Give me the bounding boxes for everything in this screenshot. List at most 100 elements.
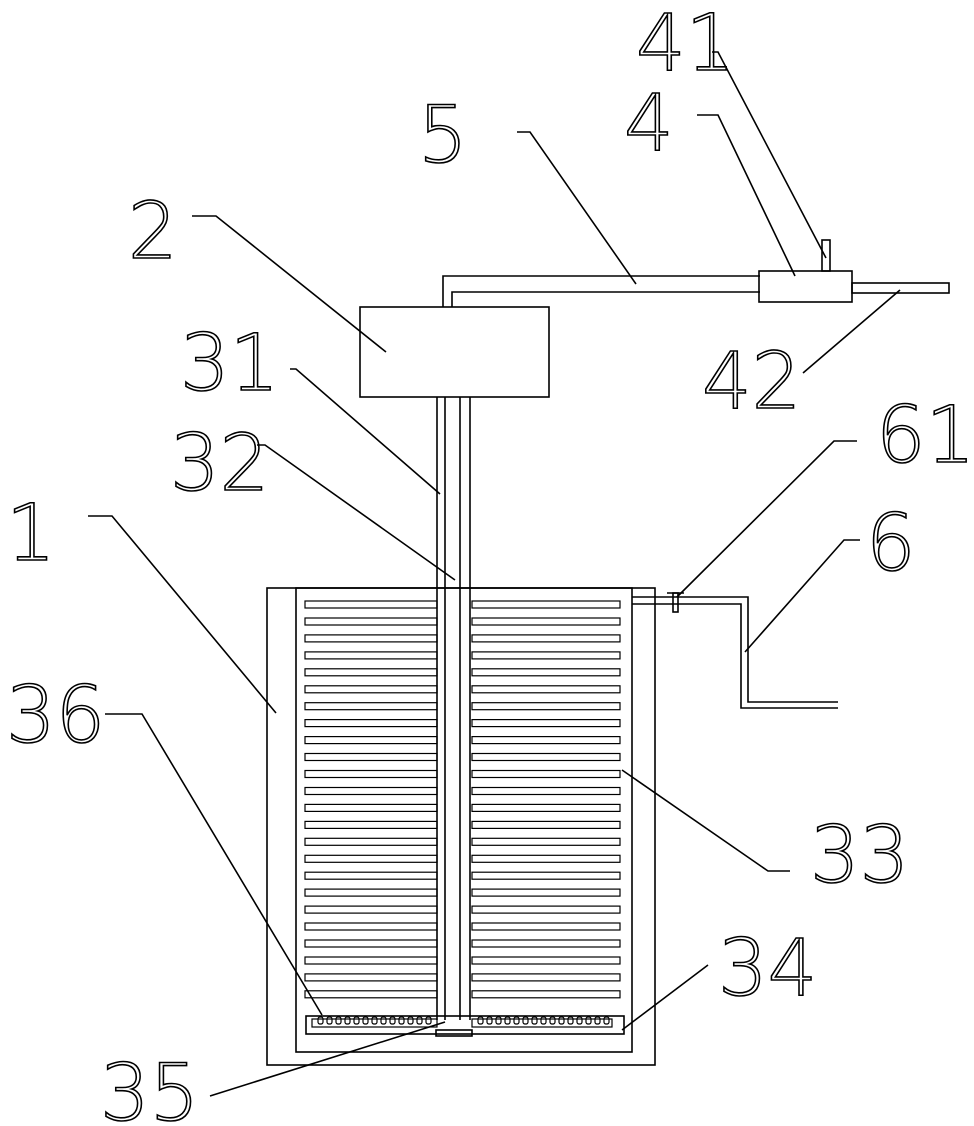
plate <box>304 617 438 626</box>
plate <box>304 651 438 660</box>
label-33: 33 <box>810 811 909 901</box>
plate <box>304 735 438 745</box>
pipe-5 <box>442 275 760 307</box>
plate <box>304 752 438 762</box>
nozzle <box>594 1016 601 1025</box>
plate <box>471 973 621 982</box>
plate <box>304 905 438 914</box>
side-pipe-6 <box>632 592 838 709</box>
nozzle <box>522 1016 529 1025</box>
plate <box>304 837 438 846</box>
nozzle <box>335 1016 342 1025</box>
nozzle <box>416 1016 423 1025</box>
plate <box>471 600 621 609</box>
nozzle <box>389 1016 396 1025</box>
plate <box>471 702 621 711</box>
plate <box>471 786 621 796</box>
label-2: 2 <box>128 187 178 277</box>
label-42: 42 <box>702 337 801 427</box>
plate <box>471 956 621 965</box>
label-6: 6 <box>866 499 916 589</box>
bottom-tray <box>305 1015 625 1037</box>
plate <box>471 617 621 626</box>
reference-labels: 41 4 5 2 31 42 32 61 1 6 36 33 34 35 <box>5 0 974 1126</box>
plate <box>471 685 621 694</box>
plate <box>471 735 621 745</box>
outer-tank <box>266 587 656 1066</box>
plate <box>471 871 621 880</box>
plate <box>471 837 621 846</box>
plate <box>304 634 438 643</box>
plate <box>304 600 438 609</box>
label-36: 36 <box>6 671 105 761</box>
nozzle-row-left <box>317 1016 432 1025</box>
device-4 <box>758 239 950 303</box>
plate <box>471 990 621 999</box>
nozzle <box>317 1016 324 1025</box>
plate <box>304 871 438 880</box>
nozzle <box>398 1016 405 1025</box>
plate <box>471 820 621 830</box>
nozzle <box>371 1016 378 1025</box>
plate <box>304 922 438 931</box>
nozzle <box>353 1016 360 1025</box>
nozzle <box>549 1016 556 1025</box>
plate <box>304 990 438 999</box>
nozzle <box>540 1016 547 1025</box>
plate <box>304 939 438 948</box>
nozzle <box>362 1016 369 1025</box>
plate <box>471 939 621 948</box>
plate <box>471 752 621 762</box>
label-31: 31 <box>180 319 279 409</box>
label-32: 32 <box>170 419 269 509</box>
plate <box>471 888 621 897</box>
nozzle <box>576 1016 583 1025</box>
plate <box>304 888 438 897</box>
plate <box>304 702 438 711</box>
plate <box>471 803 621 813</box>
label-1: 1 <box>6 489 56 579</box>
label-35: 35 <box>100 1049 199 1126</box>
plate <box>471 905 621 914</box>
plate <box>304 668 438 677</box>
nozzle <box>504 1016 511 1025</box>
plate <box>304 718 438 728</box>
nozzle <box>603 1016 610 1025</box>
nozzle <box>567 1016 574 1025</box>
plate <box>304 803 438 813</box>
plate <box>471 634 621 643</box>
nozzle <box>425 1016 432 1025</box>
nozzle-row-right <box>477 1016 610 1025</box>
plate-stack <box>304 600 621 999</box>
label-61: 61 <box>876 391 974 481</box>
nozzle <box>407 1016 414 1025</box>
plate <box>304 769 438 779</box>
label-34: 34 <box>718 924 817 1014</box>
nozzle <box>380 1016 387 1025</box>
nozzle <box>326 1016 333 1025</box>
nozzle <box>513 1016 520 1025</box>
nozzle <box>531 1016 538 1025</box>
nozzle <box>486 1016 493 1025</box>
plate <box>304 854 438 863</box>
central-pipes <box>436 397 471 1020</box>
leader-lines <box>88 51 901 1097</box>
nozzle <box>558 1016 565 1025</box>
nozzle <box>344 1016 351 1025</box>
plate <box>304 820 438 830</box>
plate <box>471 922 621 931</box>
plate <box>471 769 621 779</box>
nozzle <box>477 1016 484 1025</box>
label-5: 5 <box>418 91 468 181</box>
plate <box>304 973 438 982</box>
label-4: 4 <box>624 79 674 169</box>
plate <box>471 718 621 728</box>
plate <box>471 651 621 660</box>
plate <box>304 685 438 694</box>
plate <box>304 956 438 965</box>
nozzle <box>585 1016 592 1025</box>
plate <box>471 668 621 677</box>
control-box <box>359 306 550 398</box>
plate <box>304 786 438 796</box>
